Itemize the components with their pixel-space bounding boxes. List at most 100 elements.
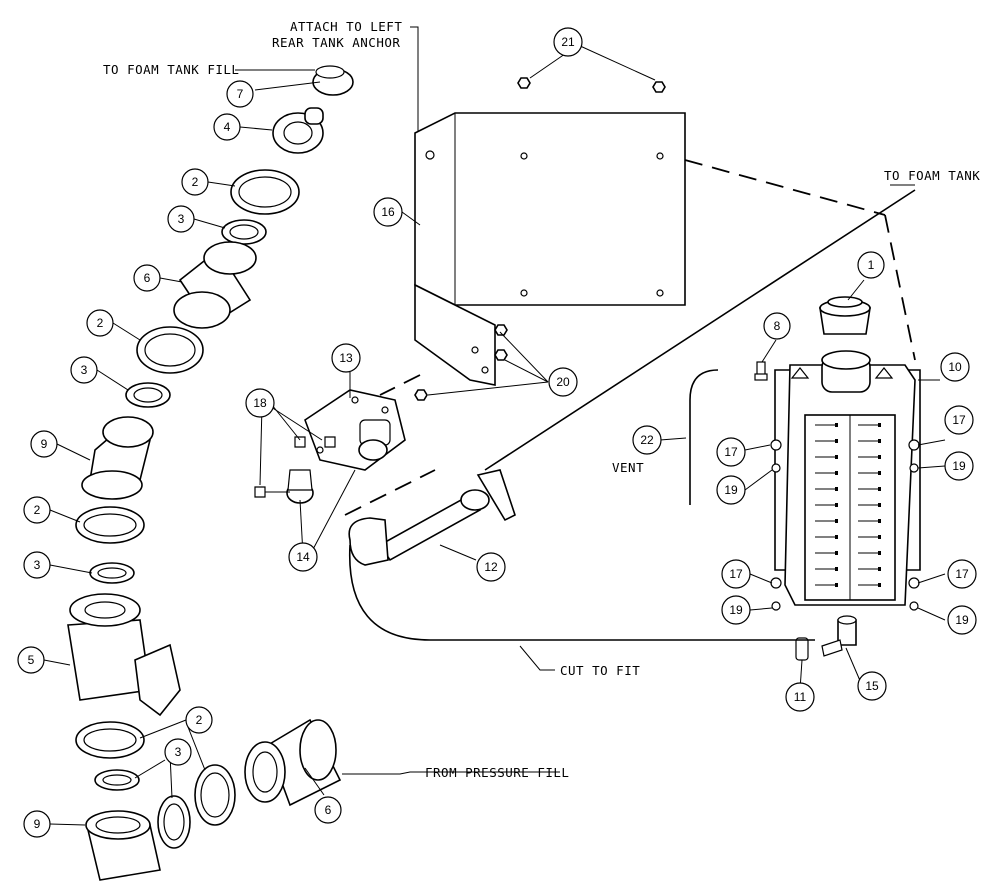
svg-text:4: 4 bbox=[224, 120, 231, 134]
svg-text:6: 6 bbox=[144, 271, 151, 285]
grommet-17 bbox=[770, 439, 920, 589]
svg-text:10: 10 bbox=[948, 360, 962, 374]
svg-text:11: 11 bbox=[794, 690, 807, 704]
balloon-17: 17 bbox=[721, 559, 751, 589]
scale-tick-mark bbox=[835, 551, 838, 555]
balloon-3: 3 bbox=[23, 551, 51, 579]
svg-text:19: 19 bbox=[729, 603, 743, 617]
bolt-18 bbox=[254, 436, 336, 498]
balloon-21: 21 bbox=[553, 27, 583, 57]
balloon-17: 17 bbox=[947, 559, 977, 589]
balloon-19: 19 bbox=[947, 605, 977, 635]
balloon-15: 15 bbox=[857, 671, 887, 701]
label-to-foam-tank: TO FOAM TANK bbox=[884, 168, 980, 183]
balloon-12: 12 bbox=[476, 552, 506, 582]
svg-text:17: 17 bbox=[724, 445, 738, 459]
leader-lines bbox=[43, 26, 946, 826]
nut-21-left bbox=[517, 77, 531, 89]
balloon-18: 18 bbox=[245, 388, 275, 418]
balloon-22: 22 bbox=[632, 425, 662, 455]
balloon-3: 3 bbox=[164, 738, 192, 766]
scale-tick-mark bbox=[878, 503, 881, 507]
balloon-19: 19 bbox=[716, 475, 746, 505]
vent-tube-22 bbox=[689, 369, 719, 505]
svg-text:7: 7 bbox=[237, 87, 244, 101]
fitting-11 bbox=[795, 637, 809, 661]
fill-wand-12 bbox=[348, 469, 516, 566]
balloon-20: 20 bbox=[548, 367, 578, 397]
balloon-8: 8 bbox=[763, 312, 791, 340]
balloon-6: 6 bbox=[133, 264, 161, 292]
scale-tick-mark bbox=[878, 487, 881, 491]
svg-text:9: 9 bbox=[34, 817, 41, 831]
scale-tick-mark bbox=[835, 423, 838, 427]
svg-text:22: 22 bbox=[640, 433, 654, 447]
elbow-15 bbox=[821, 615, 857, 657]
balloon-10: 10 bbox=[940, 352, 970, 382]
bracket-plate bbox=[414, 112, 686, 386]
label-attach-left: ATTACH TO LEFT bbox=[290, 19, 402, 34]
nut-21-right bbox=[652, 81, 666, 93]
svg-text:3: 3 bbox=[175, 745, 182, 759]
scale-tick-mark bbox=[878, 551, 881, 555]
scale-tick-mark bbox=[835, 503, 838, 507]
scale-tick-mark bbox=[835, 471, 838, 475]
scale-tick-mark bbox=[835, 487, 838, 491]
scale-tick-mark bbox=[878, 471, 881, 475]
svg-text:3: 3 bbox=[34, 558, 41, 572]
svg-text:5: 5 bbox=[28, 653, 35, 667]
scale-tick-mark bbox=[835, 535, 838, 539]
balloon-2: 2 bbox=[185, 706, 213, 734]
svg-text:3: 3 bbox=[81, 363, 88, 377]
scale-tick-mark bbox=[878, 567, 881, 571]
svg-text:2: 2 bbox=[192, 175, 199, 189]
balloon-6: 6 bbox=[314, 796, 342, 824]
cap-1 bbox=[819, 296, 871, 335]
scale-tick-mark bbox=[878, 535, 881, 539]
label-vent: VENT bbox=[612, 460, 644, 475]
balloon-4: 4 bbox=[213, 113, 241, 141]
nut-20 bbox=[414, 324, 508, 401]
balloon-7: 7 bbox=[226, 80, 254, 108]
balloon-17: 17 bbox=[716, 437, 746, 467]
dashed-line-tank bbox=[684, 159, 886, 216]
svg-text:2: 2 bbox=[97, 316, 104, 330]
balloon-13: 13 bbox=[331, 343, 361, 373]
scale-tick-mark bbox=[835, 583, 838, 587]
balloon-11: 11 bbox=[785, 682, 815, 712]
balloon-17: 17 bbox=[944, 405, 974, 435]
clip-19 bbox=[771, 463, 919, 611]
scale-tick-mark bbox=[878, 455, 881, 459]
scale-tick-mark bbox=[835, 567, 838, 571]
svg-text:8: 8 bbox=[774, 319, 781, 333]
foam-tank-10 bbox=[774, 350, 921, 606]
balloon-9: 9 bbox=[23, 810, 51, 838]
svg-text:16: 16 bbox=[381, 205, 395, 219]
svg-text:19: 19 bbox=[724, 483, 738, 497]
valve-bracket-13 bbox=[286, 389, 406, 504]
svg-text:9: 9 bbox=[41, 437, 48, 451]
svg-text:19: 19 bbox=[952, 459, 966, 473]
svg-text:21: 21 bbox=[561, 35, 575, 49]
svg-text:3: 3 bbox=[178, 212, 185, 226]
balloon-3: 3 bbox=[70, 356, 98, 384]
balloon-16: 16 bbox=[373, 197, 403, 227]
balloon-19: 19 bbox=[721, 595, 751, 625]
scale-tick-mark bbox=[878, 423, 881, 427]
svg-text:14: 14 bbox=[296, 550, 310, 564]
balloon-19: 19 bbox=[944, 451, 974, 481]
label-to-foam-fill: TO FOAM TANK FILL bbox=[103, 62, 239, 77]
scale-tick-mark bbox=[878, 519, 881, 523]
scale-tick-mark bbox=[878, 583, 881, 587]
scale-tick-mark bbox=[835, 439, 838, 443]
svg-text:17: 17 bbox=[729, 567, 743, 581]
balloon-2: 2 bbox=[23, 496, 51, 524]
svg-text:6: 6 bbox=[325, 803, 332, 817]
svg-text:2: 2 bbox=[196, 713, 203, 727]
vent-8 bbox=[754, 361, 768, 381]
svg-text:15: 15 bbox=[865, 679, 879, 693]
balloon-1: 1 bbox=[857, 251, 885, 279]
fitting-stack bbox=[67, 65, 354, 881]
